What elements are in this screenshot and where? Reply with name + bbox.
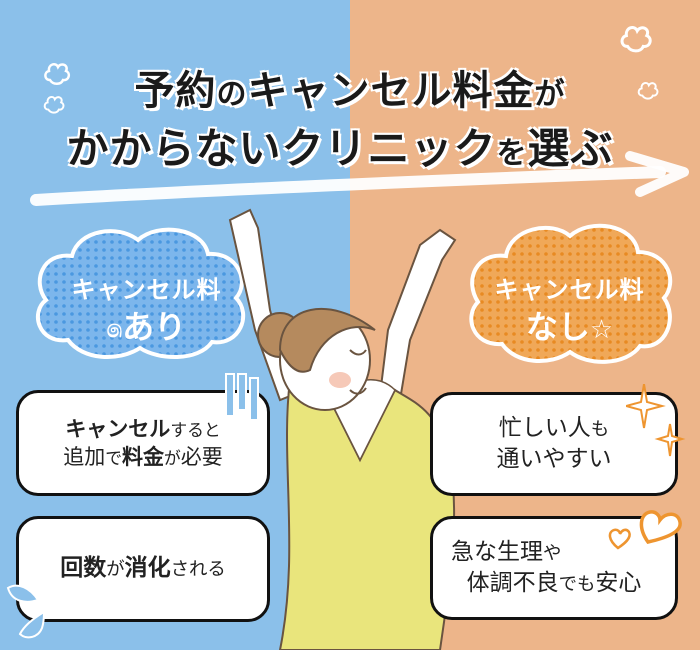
cancel-fee-no-bubble: キャンセル料 なし☆ (462, 218, 677, 368)
title-line-1: 予約のキャンセル料金が (134, 68, 566, 114)
star-icon: ☆ (589, 315, 614, 345)
cloud-deco-icon (620, 25, 652, 53)
cloud-deco-icon (43, 95, 65, 114)
sweat-drop-icon (6, 584, 46, 639)
benefit-card-busy-people: 忙しい人も 通いやすい (430, 392, 678, 496)
bubble-label: キャンセル料 (494, 276, 645, 304)
sparkle-icon (626, 384, 686, 457)
cloud-deco-icon (637, 81, 659, 100)
swirl-icon: ෧ (106, 315, 123, 343)
stretching-woman-illustration (228, 208, 457, 650)
cloud-bubble-icon (469, 223, 673, 364)
downside-card-count-consumed: 回数が消化される (16, 516, 270, 622)
bubble-label: キャンセル料 (71, 276, 222, 304)
heart-icon (608, 510, 682, 550)
chalk-arrow-icon (30, 151, 689, 206)
shock-lines-icon (225, 373, 259, 421)
bubble-value: ෧あり (106, 308, 187, 346)
cancel-fee-yes-bubble: キャンセル料 ෧あり (28, 222, 253, 362)
cloud-bubble-icon (36, 227, 246, 359)
bubble-value: なし☆ (525, 308, 614, 346)
downside-card-extra-fee: キャンセルすると 追加で料金が必要 (16, 390, 270, 496)
benefit-card-peace-of-mind: 急な生理や 体調不良でも安心 (430, 516, 678, 620)
cloud-deco-icon (44, 62, 71, 85)
title-line-2: かからないクリニックを選ぶ (66, 124, 614, 173)
